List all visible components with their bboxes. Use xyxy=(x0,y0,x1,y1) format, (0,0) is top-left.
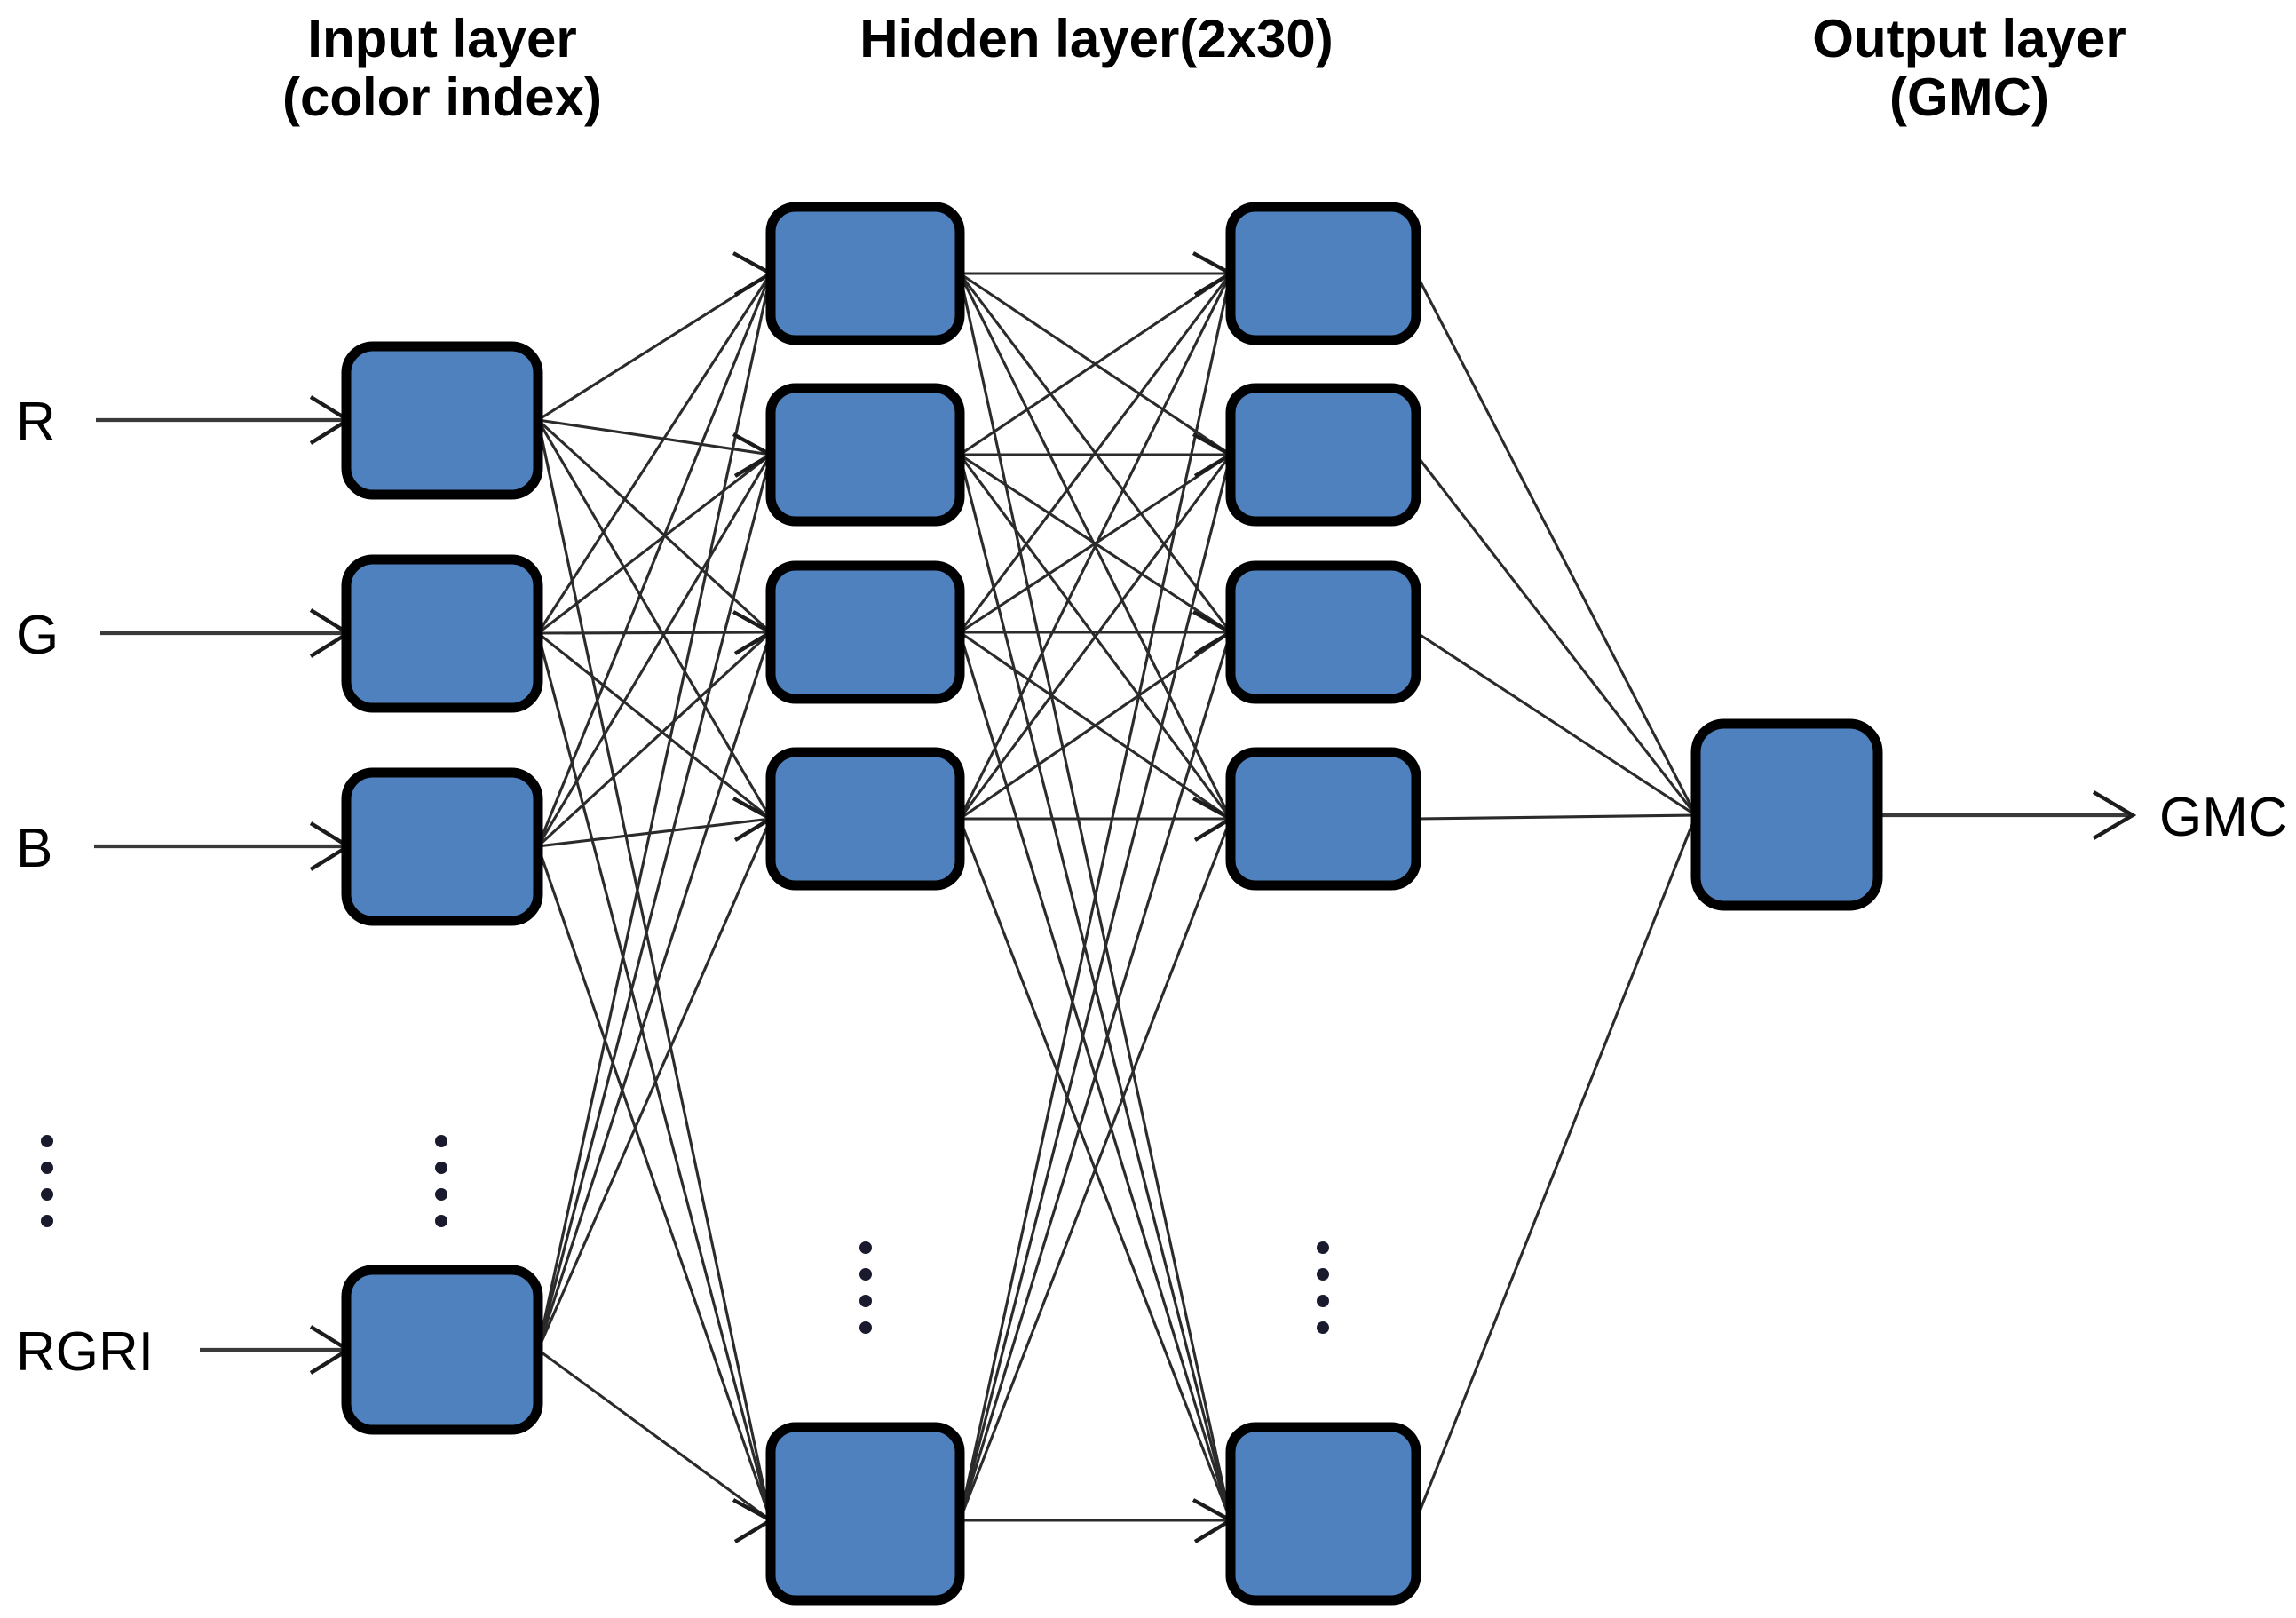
arrowheads-hidden1 xyxy=(732,251,775,1543)
output-layer-title-line1: Output layer xyxy=(1812,9,2126,68)
input-layer-title-line2: (color index) xyxy=(282,67,602,127)
input-label-b: B xyxy=(16,818,52,879)
hidden1-node-3[interactable] xyxy=(765,560,965,704)
ellipsis-input-column xyxy=(41,1135,53,1227)
input-node-rgri[interactable] xyxy=(341,1265,543,1435)
input-arrow-B xyxy=(94,821,352,871)
input-layer-title: Input layer (color index) xyxy=(282,9,602,127)
output-label-gmc: GMC xyxy=(2159,787,2288,848)
hidden-layer-1-nodes xyxy=(765,202,965,1606)
hidden2-node-n[interactable] xyxy=(1225,1422,1421,1606)
hidden1-node-2[interactable] xyxy=(765,383,965,527)
hidden2-node-1[interactable] xyxy=(1225,202,1421,345)
hidden-layer-title: Hidden layer(2x30) xyxy=(859,9,1334,68)
input-arrow-G xyxy=(100,608,352,658)
output-arrow-GMC xyxy=(1878,790,2137,840)
input-node-b[interactable] xyxy=(341,767,543,926)
hidden1-node-4[interactable] xyxy=(765,747,965,891)
hidden2-node-3[interactable] xyxy=(1225,560,1421,704)
input-arrow-R xyxy=(96,395,352,445)
ellipsis-hidden2 xyxy=(1317,1241,1329,1334)
hidden-layer-2-nodes xyxy=(1225,202,1421,1606)
hidden-layer-title-line1: Hidden layer(2x30) xyxy=(859,9,1334,68)
ellipsis-hidden1 xyxy=(859,1241,872,1334)
hidden2-node-4[interactable] xyxy=(1225,747,1421,891)
edges-input-to-hidden1 xyxy=(536,272,772,1522)
hidden1-node-n[interactable] xyxy=(765,1422,965,1606)
input-layer-title-line1: Input layer xyxy=(307,9,576,68)
ellipsis-input-nodes xyxy=(435,1135,447,1227)
input-node-r[interactable] xyxy=(341,341,543,500)
hidden2-node-2[interactable] xyxy=(1225,383,1421,527)
input-node-g[interactable] xyxy=(341,554,543,713)
output-node-gmc[interactable] xyxy=(1690,718,1883,911)
input-arrow-RGRI xyxy=(200,1325,352,1375)
edges-hidden1-to-hidden2 xyxy=(958,272,1232,1522)
input-label-g: G xyxy=(16,605,59,666)
output-layer-title: Output layer (GMC) xyxy=(1812,9,2126,127)
edges-hidden2-to-output xyxy=(1414,273,1698,1521)
input-label-r: R xyxy=(16,392,56,453)
input-layer-nodes xyxy=(341,341,543,1435)
input-label-rgri: RGRI xyxy=(16,1321,154,1383)
output-layer-title-line2: (GMC) xyxy=(1889,67,2049,127)
output-layer-nodes xyxy=(1690,718,1883,911)
hidden1-node-1[interactable] xyxy=(765,202,965,345)
